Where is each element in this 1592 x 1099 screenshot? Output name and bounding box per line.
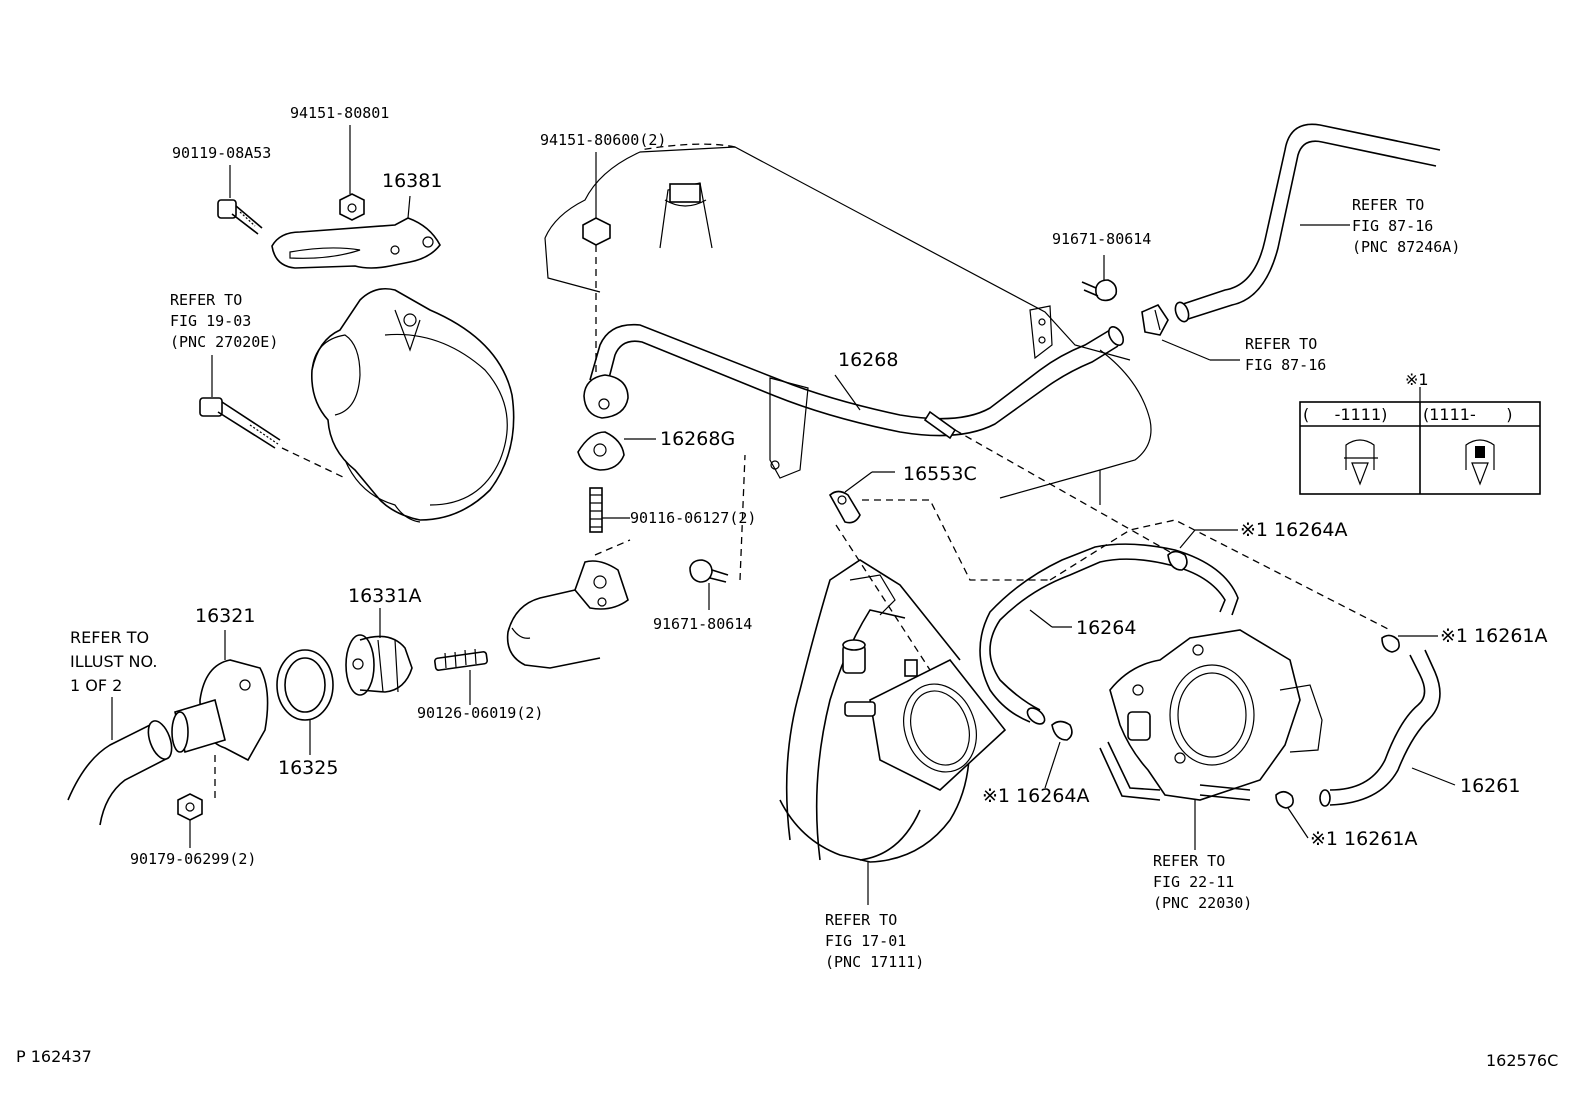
label-91671-80614-mid: 91671-80614 <box>653 615 752 633</box>
note-fig19: REFER TO FIG 19-03 (PNC 27020E) <box>170 291 278 351</box>
clamp-16261A-top <box>1381 634 1438 653</box>
label-94151-80801: 94151-80801 <box>290 104 389 122</box>
hose-87246A <box>1174 123 1441 323</box>
clamp-16261A-bot <box>1275 790 1309 839</box>
clamp-16264A-top <box>1167 529 1238 571</box>
label-16331A: 16331A <box>348 585 421 607</box>
svg-text:(PNC 22030): (PNC 22030) <box>1153 894 1252 912</box>
svg-text:FIG 87-16: FIG 87-16 <box>1245 356 1326 374</box>
nut-94151-80600 <box>582 152 611 375</box>
label-90179-06299: 90179-06299(2) <box>130 850 256 868</box>
hose-16261 <box>1319 649 1456 807</box>
svg-text:REFER TO: REFER TO <box>1352 196 1424 214</box>
label-16261: 16261 <box>1460 775 1520 797</box>
label-94151-80600: 94151-80600(2) <box>540 131 666 149</box>
label-16381: 16381 <box>382 170 442 192</box>
svg-text:REFER TO: REFER TO <box>170 291 242 309</box>
label-16261A-bot: ※1 16261A <box>1310 828 1418 850</box>
label-90116-06127: 90116-06127(2) <box>630 509 756 527</box>
label-16325: 16325 <box>278 757 338 779</box>
footer-left: P 162437 <box>16 1047 92 1066</box>
clip-type-b-icon <box>1465 439 1495 486</box>
stud-90126-06019 <box>434 648 488 705</box>
legend-col1: ( -1111) <box>1303 405 1387 424</box>
label-90126-06019: 90126-06019(2) <box>417 704 543 722</box>
note-illust: REFER TO ILLUST NO. 1 OF 2 <box>70 628 157 695</box>
label-90119-08A53: 90119-08A53 <box>172 144 271 162</box>
svg-text:(PNC 17111): (PNC 17111) <box>825 953 924 971</box>
note-fig22: REFER TO FIG 22-11 (PNC 22030) <box>1153 852 1252 912</box>
note-fig87b: REFER TO FIG 87-16 <box>1245 335 1326 374</box>
label-16264A-top: ※1 16264A <box>1240 519 1348 541</box>
legend-col2: (1111- ) <box>1423 405 1513 424</box>
svg-text:REFER TO: REFER TO <box>70 628 149 647</box>
clip-87-16 <box>1141 303 1240 361</box>
label-16261A-top: ※1 16261A <box>1440 625 1548 647</box>
footer-right: 162576C <box>1486 1051 1558 1070</box>
svg-text:(PNC 27020E): (PNC 27020E) <box>170 333 278 351</box>
svg-text:FIG 87-16: FIG 87-16 <box>1352 217 1433 235</box>
svg-text:REFER TO: REFER TO <box>825 911 897 929</box>
stud-90116-06127 <box>589 487 630 533</box>
nut-90179-06299 <box>177 793 203 848</box>
intake-pipe-17111 <box>779 524 1007 905</box>
svg-text:(PNC 87246A): (PNC 87246A) <box>1352 238 1460 256</box>
label-16268: 16268 <box>838 349 898 371</box>
long-bolt <box>199 355 346 479</box>
throttle-body-22030 <box>1099 629 1323 850</box>
label-16268G: 16268G <box>660 428 735 450</box>
svg-text:REFER TO: REFER TO <box>1153 852 1225 870</box>
bracket-16381 <box>271 195 441 269</box>
label-16553C: 16553C <box>903 463 977 485</box>
label-91671-80614-top: 91671-80614 <box>1052 230 1151 248</box>
pipe-16268 <box>583 305 1125 479</box>
svg-text:FIG 17-01: FIG 17-01 <box>825 932 906 950</box>
label-16264A-bot: ※1 16264A <box>982 785 1090 807</box>
legend-box <box>1299 387 1541 495</box>
svg-text:1 OF 2: 1 OF 2 <box>70 676 122 695</box>
engine-cover-outline <box>544 143 1152 505</box>
clip-16553C <box>828 429 1391 631</box>
label-16321: 16321 <box>195 605 255 627</box>
clamp-16264A-bot <box>1044 720 1073 789</box>
svg-text:REFER TO: REFER TO <box>1245 335 1317 353</box>
label-16264: 16264 <box>1076 617 1136 639</box>
bolt-91671-80614-top <box>1081 255 1118 302</box>
nut-94151-80801 <box>339 125 365 221</box>
note-fig87a: REFER TO FIG 87-16 (PNC 87246A) <box>1352 196 1460 256</box>
svg-text:FIG 19-03: FIG 19-03 <box>170 312 251 330</box>
water-outlet-housing <box>506 539 631 669</box>
alternator-body <box>311 287 515 523</box>
clip-type-a-icon <box>1344 439 1378 486</box>
svg-text:FIG 22-11: FIG 22-11 <box>1153 873 1234 891</box>
thermostat-16331A <box>345 608 413 696</box>
gasket-16325 <box>276 649 334 755</box>
water-inlet-16321 <box>171 630 269 800</box>
bolt-91671-80614-mid <box>689 454 746 610</box>
radiator-hose <box>67 697 173 826</box>
svg-text:ILLUST NO.: ILLUST NO. <box>70 652 157 671</box>
gasket-16268G <box>577 431 656 471</box>
bolt-90119-08A53 <box>217 165 263 235</box>
note-fig17: REFER TO FIG 17-01 (PNC 17111) <box>825 911 924 971</box>
legend-mark: ※1 <box>1405 370 1429 389</box>
